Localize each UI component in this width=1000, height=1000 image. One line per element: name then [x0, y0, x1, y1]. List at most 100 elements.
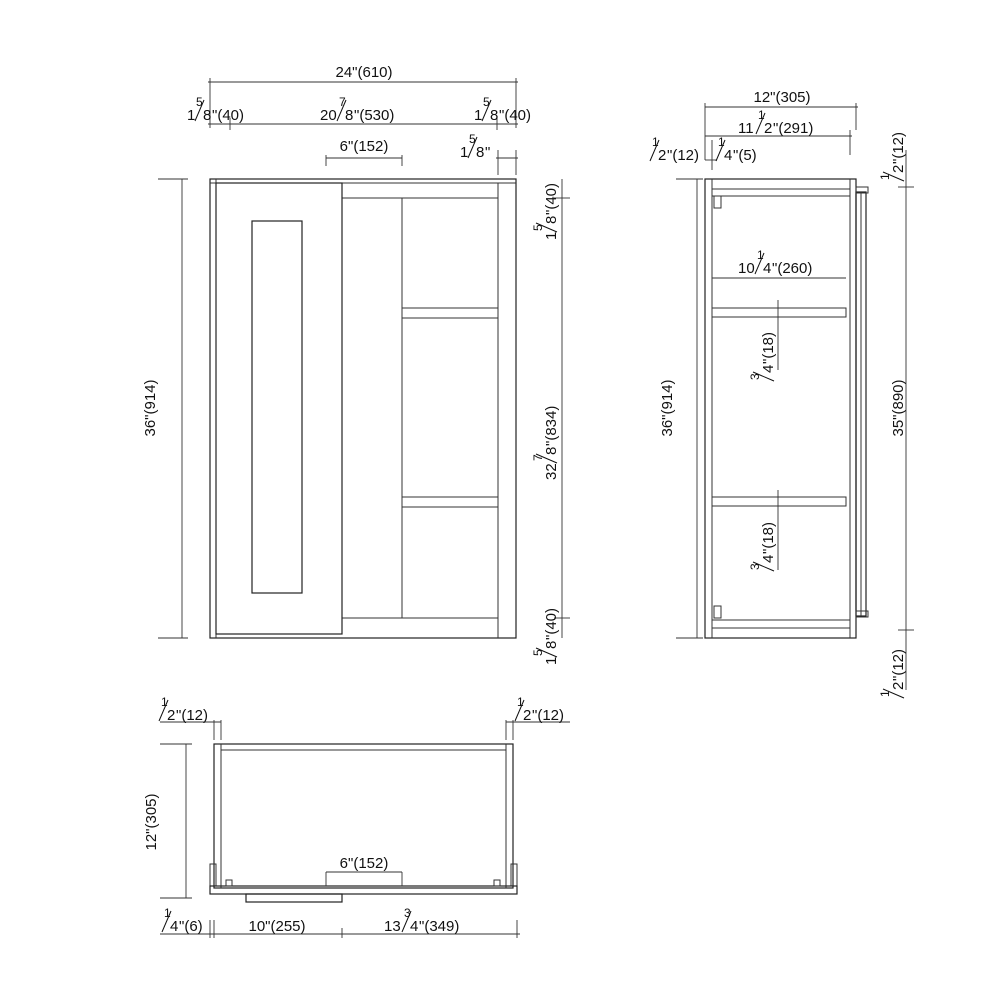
- front-top-rail-dim: 1 5 8 "(40): [531, 183, 560, 240]
- svg-text:4: 4: [760, 555, 777, 563]
- svg-text:"(12): "(12): [532, 707, 564, 724]
- top-door-overlap: 6"(152): [340, 855, 389, 872]
- svg-text:1: 1: [460, 144, 468, 161]
- svg-text:1: 1: [757, 248, 764, 262]
- svg-text:4: 4: [410, 918, 418, 935]
- top-carcass-outline: [213, 743, 514, 889]
- svg-text:"(40): "(40): [499, 107, 531, 124]
- svg-text:"(40): "(40): [212, 107, 244, 124]
- svg-text:1: 1: [652, 135, 659, 149]
- front-shelf-upper: [401, 307, 499, 319]
- svg-text:5: 5: [483, 95, 490, 109]
- front-overall-width: 24"(610): [335, 64, 392, 81]
- svg-text:1: 1: [164, 906, 171, 920]
- svg-text:"(40): "(40): [543, 608, 560, 640]
- side-shelf-upper: [711, 307, 847, 318]
- side-carcass-outline: [704, 178, 857, 639]
- svg-text:1: 1: [758, 108, 765, 122]
- side-back-gap-dim: 1 4 "(5): [715, 135, 757, 164]
- svg-text:"(349): "(349): [419, 918, 459, 935]
- side-shelf-depth-dim: 10 1 4 "(260): [738, 248, 812, 277]
- front-view: 24"(610) 1 5 8 "(40) 20 7 8 "(530) 1 5 8…: [142, 64, 570, 665]
- svg-text:2: 2: [890, 682, 907, 690]
- svg-text:"(6): "(6): [179, 918, 203, 935]
- svg-text:2: 2: [167, 707, 175, 724]
- svg-text:1: 1: [474, 107, 482, 124]
- svg-text:8: 8: [476, 144, 484, 161]
- svg-text:1: 1: [517, 695, 524, 709]
- svg-text:5: 5: [531, 649, 545, 656]
- side-back-panel-dim: 1 2 "(12): [649, 135, 699, 164]
- top-door-width: 10"(255): [248, 918, 305, 935]
- front-height: 36"(914): [142, 379, 159, 436]
- top-blind-width-dim: 13 3 4 "(349): [384, 906, 459, 935]
- svg-text:2: 2: [523, 707, 531, 724]
- svg-text:5: 5: [196, 95, 203, 109]
- front-interior-width-dim: 20 7 8 "(530): [320, 95, 394, 124]
- svg-text:"(12): "(12): [176, 707, 208, 724]
- svg-text:10: 10: [738, 260, 755, 277]
- svg-text:"(5): "(5): [733, 147, 757, 164]
- svg-text:"(12): "(12): [890, 132, 907, 164]
- top-face-frame: [209, 885, 518, 895]
- side-door-height: 35"(890): [890, 379, 907, 436]
- svg-text:"(18): "(18): [760, 332, 777, 364]
- svg-text:5: 5: [469, 132, 476, 146]
- svg-text:32: 32: [543, 463, 560, 480]
- top-view: 1 2 "(12) 1 2 "(12) 12"(305) 6"(152): [143, 695, 570, 938]
- front-right-stile-small-dim: 1 5 8 ": [460, 132, 490, 161]
- top-depth: 12"(305): [143, 793, 160, 850]
- side-inner-depth-dim: 11 1 2 "(291): [738, 108, 813, 137]
- front-door: [215, 182, 343, 635]
- svg-text:11: 11: [738, 120, 754, 137]
- svg-text:1: 1: [543, 657, 560, 665]
- svg-text:2: 2: [890, 165, 907, 173]
- side-view: 12"(305) 11 1 2 "(291) 1 2 "(12) 1 4 "(5…: [649, 89, 914, 699]
- svg-text:1: 1: [878, 173, 892, 180]
- svg-text:"(12): "(12): [667, 147, 699, 164]
- svg-text:3: 3: [748, 563, 762, 570]
- svg-text:4: 4: [724, 147, 732, 164]
- svg-text:8: 8: [345, 107, 353, 124]
- svg-text:2: 2: [658, 147, 666, 164]
- front-bottom-rail-dim: 1 5 8 "(40): [531, 608, 560, 665]
- front-stile-left-dim: 1 5 8 "(40): [187, 95, 244, 124]
- top-right-side-dim: 1 2 "(12): [514, 695, 564, 724]
- svg-text:3: 3: [404, 906, 411, 920]
- top-door: [245, 893, 343, 903]
- svg-text:"(40): "(40): [543, 183, 560, 215]
- svg-text:2: 2: [764, 120, 772, 137]
- svg-text:4: 4: [170, 918, 178, 935]
- svg-text:20: 20: [320, 107, 337, 124]
- side-shelf-lower: [711, 496, 847, 507]
- front-door-glass-panel: [251, 220, 303, 594]
- front-carcass-outline: [209, 178, 517, 639]
- svg-text:7: 7: [339, 95, 346, 109]
- svg-text:8: 8: [203, 107, 211, 124]
- svg-text:3: 3: [748, 373, 762, 380]
- side-bottom-reveal-dim: 1 2 "(12): [878, 649, 907, 699]
- front-interior-height-dim: 32 7 8 "(834): [531, 406, 560, 480]
- svg-text:4: 4: [760, 365, 777, 373]
- svg-text:"(18): "(18): [760, 522, 777, 554]
- svg-text:13: 13: [384, 918, 401, 935]
- side-shelf-thickness-1-dim: 3 4 "(18): [748, 332, 777, 382]
- side-height: 36"(914): [659, 379, 676, 436]
- svg-text:"(291): "(291): [773, 120, 813, 137]
- svg-text:"(530): "(530): [354, 107, 394, 124]
- svg-text:"(834): "(834): [543, 406, 560, 446]
- svg-text:8: 8: [490, 107, 498, 124]
- side-shelf-thickness-2-dim: 3 4 "(18): [748, 522, 777, 572]
- front-door-overlap: 6"(152): [340, 138, 389, 155]
- svg-text:1: 1: [878, 690, 892, 697]
- svg-text:8: 8: [543, 447, 560, 455]
- svg-text:1: 1: [161, 695, 168, 709]
- side-overall-depth: 12"(305): [753, 89, 810, 106]
- svg-text:1: 1: [543, 232, 560, 240]
- svg-text:8: 8: [543, 641, 560, 649]
- front-stile-right-dim: 1 5 8 "(40): [474, 95, 531, 124]
- svg-text:"(260): "(260): [772, 260, 812, 277]
- svg-text:4: 4: [763, 260, 771, 277]
- top-door-offset-dim: 1 4 "(6): [161, 906, 203, 935]
